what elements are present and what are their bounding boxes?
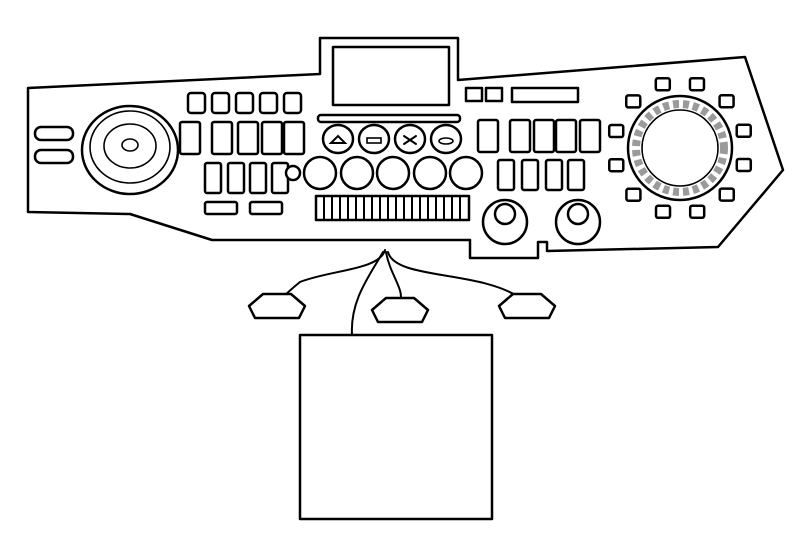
left-lower-button[interactable] — [270, 161, 290, 195]
display-screen — [331, 45, 451, 107]
left-function-button[interactable] — [236, 120, 260, 156]
triangle-icon — [328, 134, 348, 144]
platter-button[interactable] — [654, 204, 672, 220]
rotary-knob[interactable] — [493, 202, 517, 226]
foot-pedal[interactable] — [370, 296, 430, 324]
left-jog-wheel[interactable] — [80, 104, 180, 196]
right-function-button[interactable] — [508, 118, 532, 154]
performance-pad[interactable] — [412, 155, 448, 191]
left-knob[interactable] — [284, 164, 302, 182]
fader-strip[interactable] — [314, 194, 471, 222]
rotary-knob[interactable] — [566, 202, 590, 226]
small-button[interactable] — [484, 86, 504, 103]
oval-icon — [438, 137, 454, 145]
small-button[interactable] — [464, 86, 484, 103]
left-function-button[interactable] — [260, 120, 284, 156]
right-lower-button[interactable] — [544, 158, 564, 192]
performance-pad[interactable] — [448, 155, 484, 191]
performance-pad[interactable] — [339, 155, 375, 191]
left-slot-button[interactable] — [203, 200, 239, 216]
left-function-button[interactable] — [178, 120, 202, 156]
performance-pad[interactable] — [302, 155, 338, 191]
top-button[interactable] — [210, 91, 231, 115]
left-toggles[interactable] — [33, 125, 75, 165]
platter-button[interactable] — [718, 187, 736, 202]
left-slot-button[interactable] — [248, 200, 284, 216]
top-button[interactable] — [234, 91, 255, 115]
rectangle-icon — [366, 137, 382, 144]
foot-pedal[interactable] — [247, 292, 307, 320]
left-function-button[interactable] — [210, 120, 234, 156]
top-button[interactable] — [282, 91, 303, 115]
right-function-button[interactable] — [532, 118, 556, 154]
right-function-button[interactable] — [476, 118, 500, 154]
platter-button[interactable] — [735, 123, 752, 139]
right-lower-button[interactable] — [520, 158, 540, 192]
top-button[interactable] — [258, 91, 279, 115]
right-lower-button[interactable] — [496, 158, 516, 192]
platter-button[interactable] — [688, 204, 706, 219]
right-function-button[interactable] — [554, 118, 578, 154]
right-platter[interactable] — [626, 94, 734, 202]
platter-button[interactable] — [607, 123, 625, 139]
left-function-button[interactable] — [282, 120, 306, 156]
right-lower-button[interactable] — [566, 158, 586, 192]
platter-button[interactable] — [688, 76, 706, 92]
left-lower-button[interactable] — [226, 161, 246, 195]
right-function-button[interactable] — [578, 118, 602, 154]
platter-button[interactable] — [718, 93, 735, 109]
vu-meter — [510, 86, 580, 104]
platter-button[interactable] — [624, 94, 642, 109]
platter-button[interactable] — [625, 187, 642, 203]
platter-button[interactable] — [735, 157, 753, 173]
performance-pad[interactable] — [375, 155, 411, 191]
left-lower-button[interactable] — [248, 161, 268, 195]
cross-icon — [403, 135, 417, 145]
foot-pedal[interactable] — [497, 292, 557, 320]
top-button[interactable] — [186, 91, 207, 115]
platter-button[interactable] — [608, 157, 625, 173]
platter-button[interactable] — [654, 77, 672, 92]
led-strip — [316, 113, 462, 124]
left-lower-button[interactable] — [203, 161, 223, 195]
transport-button[interactable] — [321, 123, 355, 155]
pad-grid-frame — [298, 333, 494, 521]
